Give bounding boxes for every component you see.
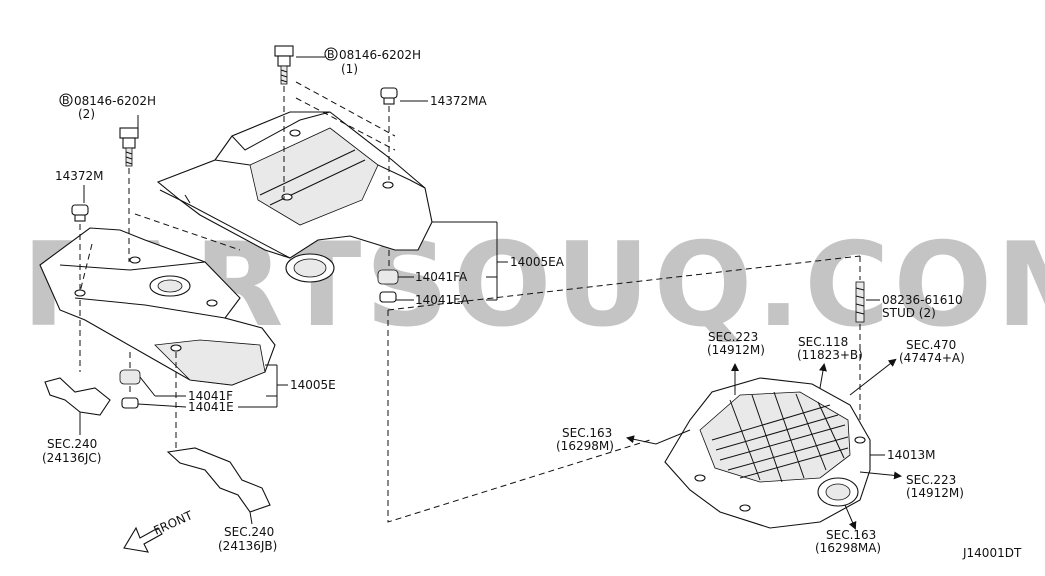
section-ref-code: (16298M) [556, 439, 614, 453]
callout-stud-qty: STUD (2) [882, 306, 936, 320]
front-arrow [123, 526, 163, 553]
front-label: FRONT [152, 508, 196, 538]
insulator-14041E[interactable] [121, 397, 139, 409]
grommet-14372MA[interactable] [380, 87, 398, 105]
stud-08236-61610[interactable] [855, 281, 865, 323]
bolt-symbol-icon: B [59, 93, 73, 107]
engine-cover-right[interactable] [156, 111, 433, 283]
callout-grommet-top[interactable]: 14372MA [430, 94, 488, 108]
section-ref-sec163-bottom[interactable]: SEC.163 [826, 528, 876, 542]
intake-manifold[interactable] [664, 377, 871, 529]
section-ref-code: (16298MA) [815, 541, 881, 555]
insulator-14041EA[interactable] [379, 291, 397, 303]
svg-text:B: B [327, 48, 335, 61]
callout-bolt-left-qty: (2) [78, 107, 95, 121]
bolt-left[interactable] [119, 127, 139, 167]
bracket-24136JB[interactable] [166, 447, 271, 525]
bracket-24136JC[interactable] [44, 377, 111, 435]
engine-cover-left[interactable] [39, 227, 276, 386]
insulator-14041FA[interactable] [377, 269, 399, 285]
section-ref-sec223-right[interactable]: SEC.223 [906, 473, 956, 487]
insulator-14041F[interactable] [119, 369, 141, 385]
section-ref-sec240-jc[interactable]: SEC.240 [47, 437, 97, 451]
section-ref-sec163-left[interactable]: SEC.163 [562, 426, 612, 440]
svg-text:B: B [62, 94, 70, 107]
section-ref-sec118[interactable]: SEC.118 [798, 335, 848, 349]
diagram-code: J14001DT [962, 546, 1022, 560]
section-ref-code: (11823+B) [797, 348, 863, 362]
callout-cover-left[interactable]: 14005E [290, 378, 336, 392]
bolt-top[interactable] [274, 45, 294, 85]
section-ref-code: (47474+A) [899, 351, 965, 365]
section-ref-sec223-top[interactable]: SEC.223 [708, 330, 758, 344]
section-ref-sec240-jb[interactable]: SEC.240 [224, 525, 274, 539]
section-ref-code: (24136JC) [42, 451, 101, 465]
callout-stud-code[interactable]: 08236-61610 [882, 293, 963, 307]
callout-bolt-top-qty: (1) [341, 62, 358, 76]
section-ref-code: (24136JB) [218, 539, 277, 553]
callout-grommet-left[interactable]: 14372M [55, 169, 104, 183]
grommet-14372M[interactable] [71, 204, 89, 222]
callout-bolt-top-code[interactable]: 08146-6202H [339, 48, 421, 62]
callout-insulator-ea[interactable]: 14041EA [415, 293, 470, 307]
callout-insulator-e[interactable]: 14041E [188, 400, 234, 414]
callout-insulator-fa[interactable]: 14041FA [415, 270, 468, 284]
callout-insulator-f[interactable]: 14041F [188, 389, 233, 403]
section-ref-sec470[interactable]: SEC.470 [906, 338, 956, 352]
callout-cover-right[interactable]: 14005EA [510, 255, 565, 269]
section-ref-code: (14912M) [906, 486, 964, 500]
section-ref-code: (14912M) [707, 343, 765, 357]
bolt-symbol-icon: B [324, 47, 338, 61]
callout-manifold[interactable]: 14013M [887, 448, 936, 462]
callout-bolt-left-code[interactable]: 08146-6202H [74, 94, 156, 108]
